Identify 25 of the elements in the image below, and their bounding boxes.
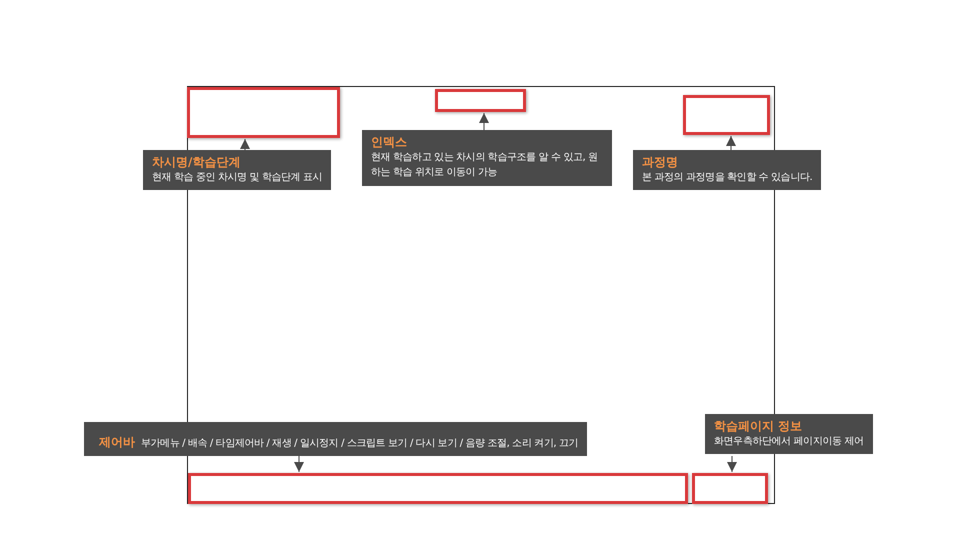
callout-title: 인덱스 [371,135,408,150]
highlight-box [187,87,340,138]
highlight-box [692,473,768,504]
callout-text: 본 과정의 과정명을 확인할 수 있습니다. [642,171,812,185]
callout-title: 학습페이지 정보 [714,419,804,434]
callout-title: 차시명/학습단계 [152,155,242,170]
callout-text: 현재 학습하고 있는 차시의 학습구조를 알 수 있고, 원하는 학습 위치로 이동이 가능 [371,151,599,180]
pointer-arrow [294,456,304,472]
callout-box [362,130,612,186]
pointer-arrow [726,136,736,150]
callout-text: 화면우측하단에서 페이지이동 제어 [714,435,864,449]
callout-text: 부가메뉴 / 배속 / 타임제어바 / 재생 / 일시정지 / 스크립트 보기 / 다시 보기 / 음량 조절, 소리 켜기, 끄기 [141,438,578,449]
callout-box [705,414,873,454]
callout-box [143,150,332,190]
callout-title: 과정명 [642,155,679,170]
highlight-box [188,473,688,504]
callout-title: 제어바 [99,435,135,449]
highlight-box [435,89,526,112]
callout-box [84,422,588,456]
pointer-arrow [727,456,737,472]
pointer-arrow [479,112,489,130]
callout-text: 현재 학습 중인 차시명 및 학습단계 표시 [152,171,322,185]
callout-box [633,150,822,190]
highlight-box [683,95,770,135]
pointer-arrow [240,138,250,150]
